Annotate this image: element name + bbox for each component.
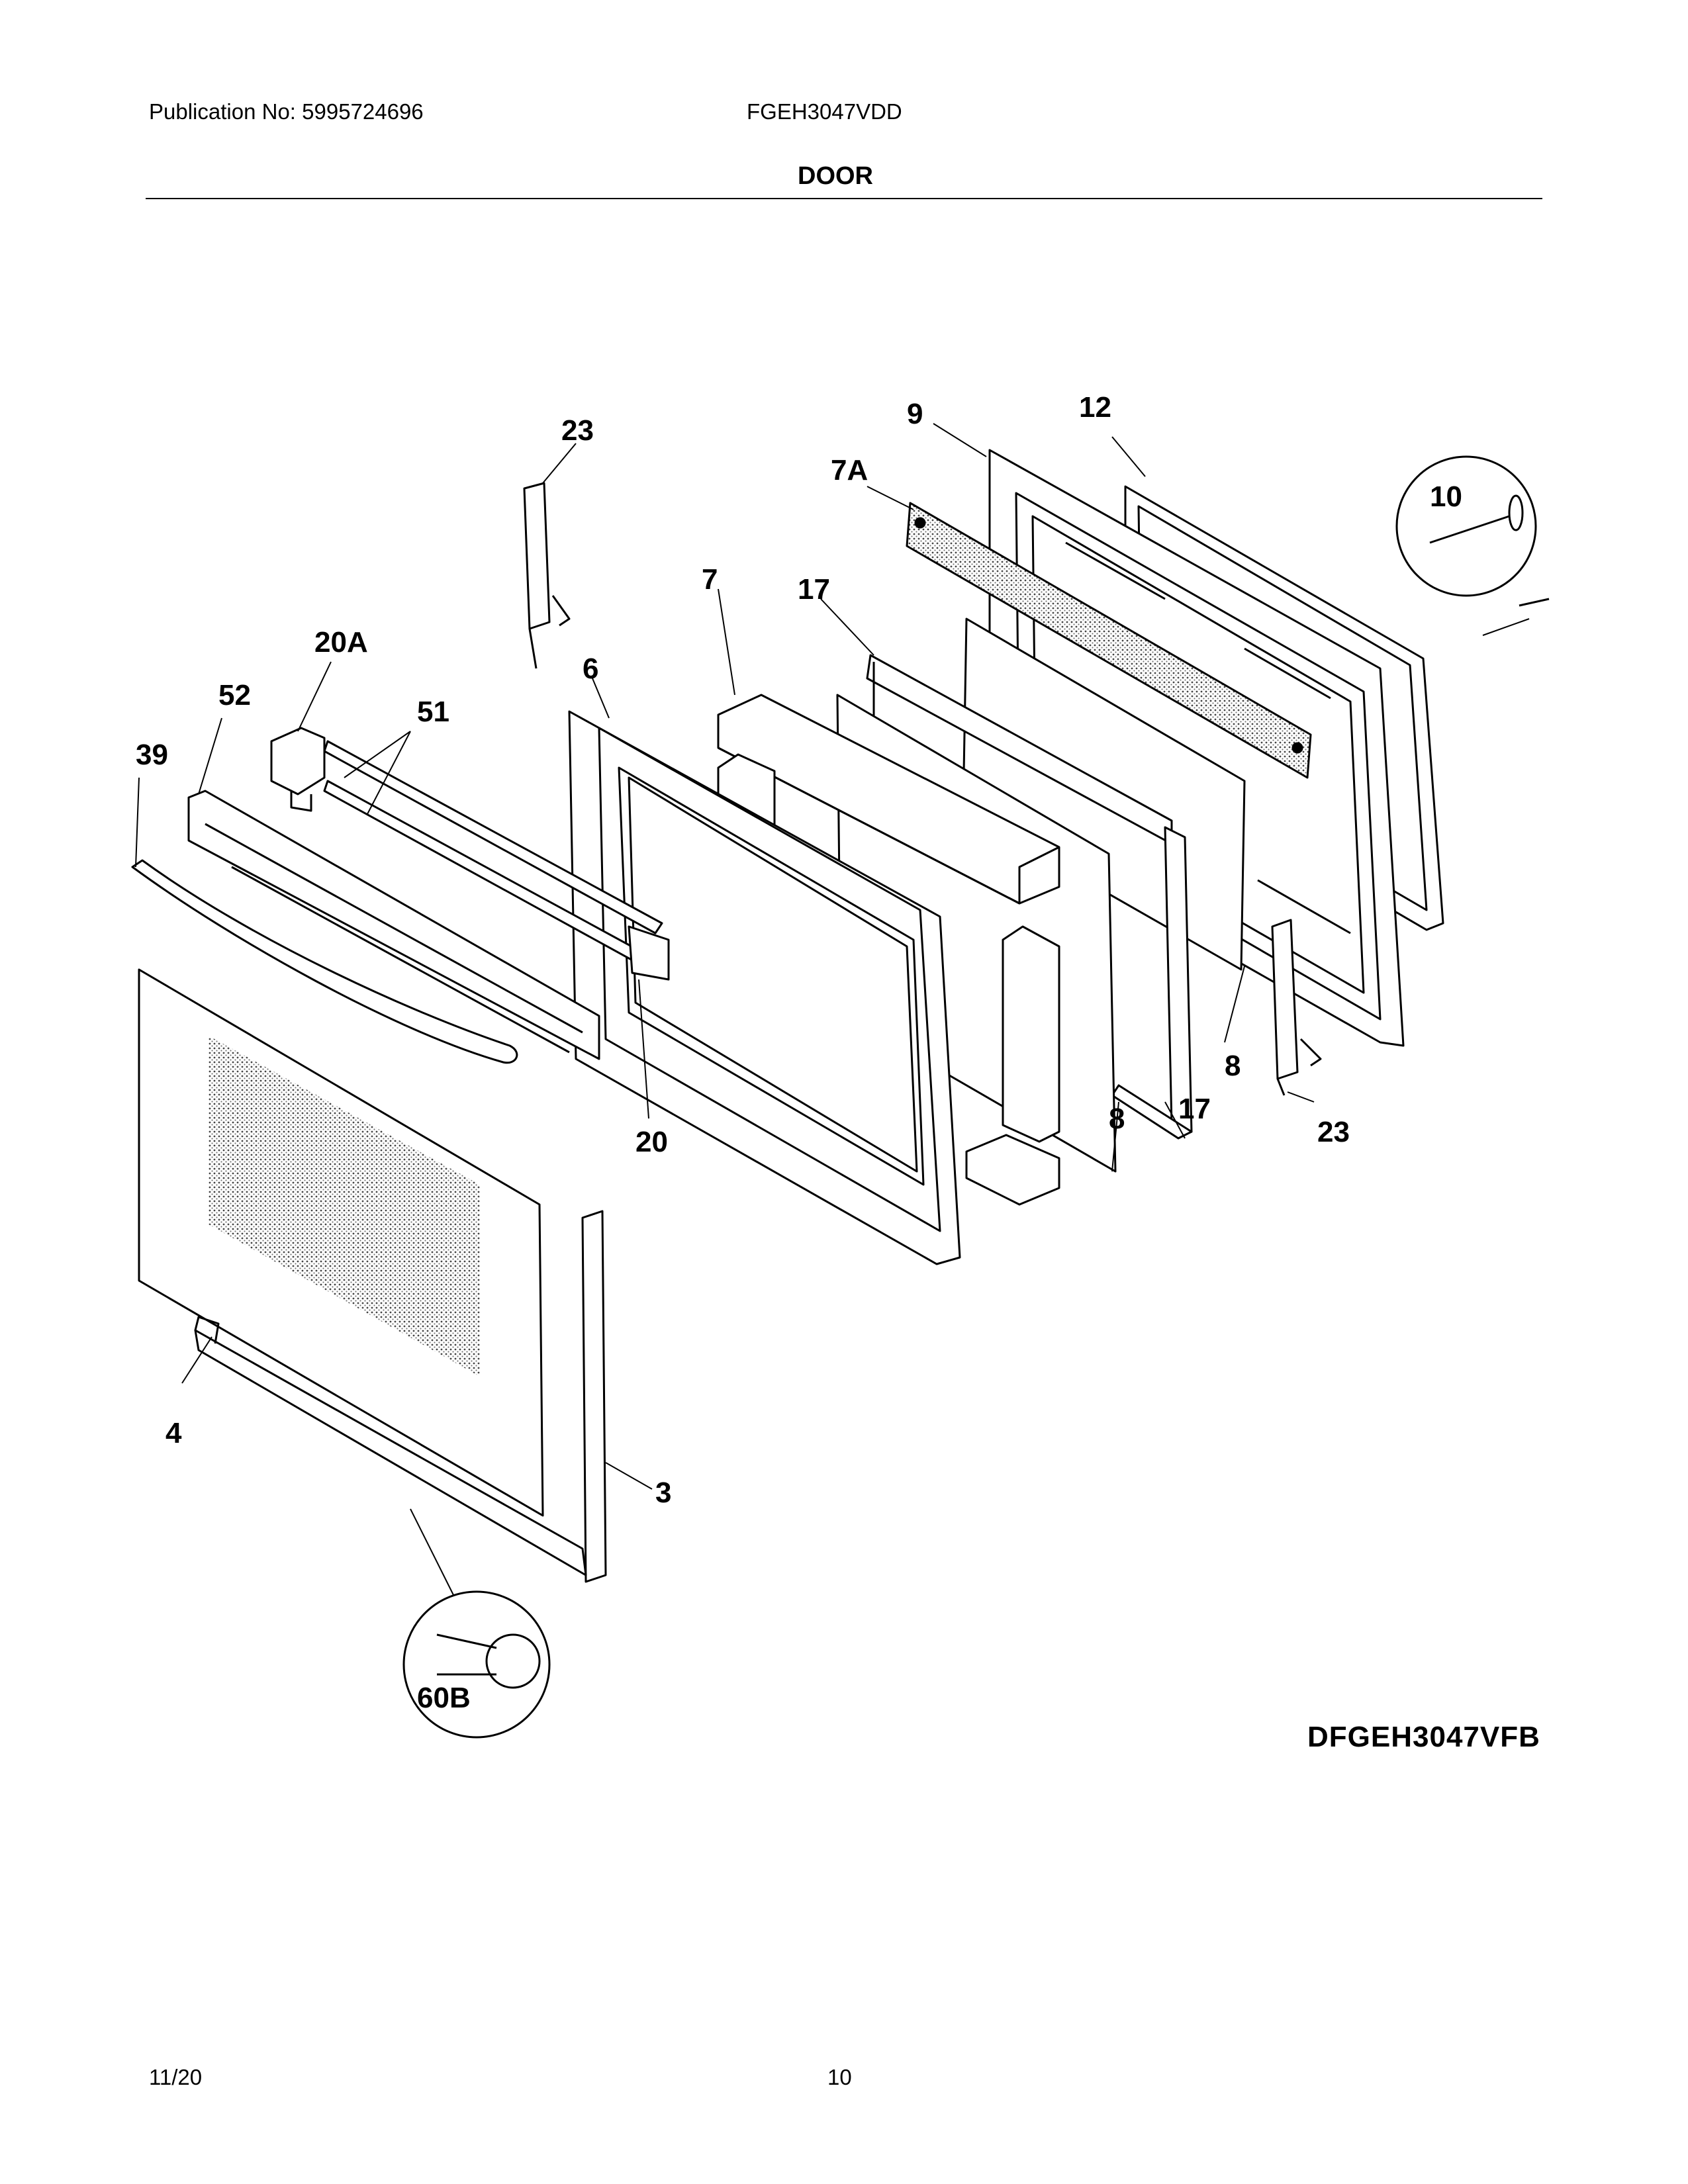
header-rule [146, 198, 1542, 199]
part-20a-hinge-receptacle [270, 727, 326, 812]
part-39-door-handle [131, 859, 518, 1064]
callout-8-middle: 8 [1109, 1103, 1125, 1135]
part-outer-door-glass [138, 968, 544, 1517]
part-23-door-hinge-lower [1271, 919, 1322, 1096]
callout-23-top: 23 [561, 414, 594, 447]
callout-3: 3 [655, 1477, 671, 1509]
callout-52: 52 [218, 679, 251, 711]
detail-10-screw [1395, 455, 1550, 607]
callout-17-bottom: 17 [1178, 1093, 1211, 1125]
callout-20: 20 [635, 1126, 668, 1158]
part-23-door-hinge-upper [523, 482, 571, 669]
model-number: FGEH3047VDD [747, 99, 902, 124]
callout-9: 9 [907, 398, 923, 430]
part-51-handle-rails [323, 740, 670, 981]
callout-labels: 23 9 12 7A 10 7 17 20A 6 52 51 39 8 8 17… [136, 391, 1462, 1714]
callout-39: 39 [136, 739, 168, 771]
section-title: DOOR [798, 162, 873, 190]
callout-60b: 60B [417, 1682, 471, 1714]
callout-7: 7 [702, 563, 718, 596]
detail-60b-screw [402, 1590, 551, 1739]
figure-code: DFGEH3047VFB [1307, 1721, 1540, 1753]
part-17-glass-retainer-lower [1111, 826, 1193, 1140]
leader-lines [135, 423, 1530, 1596]
callout-7a: 7A [831, 454, 868, 486]
part-52-vent-trim [187, 790, 600, 1060]
callout-51: 51 [417, 696, 449, 728]
callout-6: 6 [583, 653, 598, 685]
callout-8-right: 8 [1225, 1050, 1241, 1082]
callout-4: 4 [165, 1417, 182, 1449]
callout-17-top: 17 [798, 573, 830, 606]
page-number: 10 [827, 2065, 852, 2089]
part-7a-insulation-strip [906, 502, 1312, 779]
callout-10: 10 [1430, 480, 1462, 513]
callout-12: 12 [1079, 391, 1111, 424]
footer-date: 11/20 [149, 2065, 203, 2089]
publication-number: Publication No: 5995724696 [149, 99, 424, 124]
callout-23-bottom: 23 [1317, 1116, 1350, 1148]
part-3-door-frame [194, 1210, 607, 1583]
callout-20a: 20A [314, 626, 368, 659]
